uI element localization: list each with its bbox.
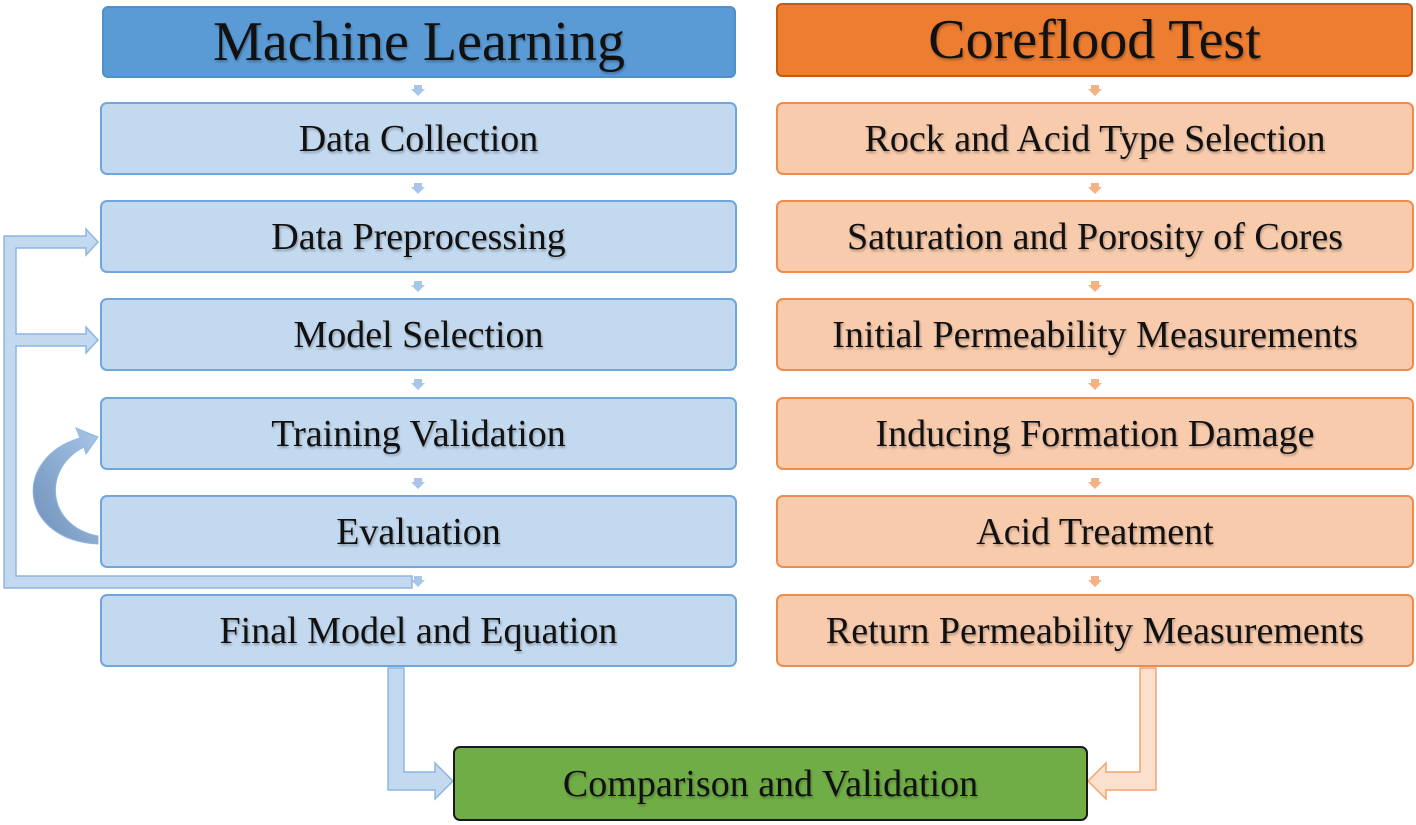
ml-down-arrow — [411, 281, 425, 292]
cf-down-arrow — [1088, 183, 1102, 194]
curved-loop-arrow — [32, 427, 99, 545]
cf-step-acid-treatment: Acid Treatment — [776, 495, 1414, 568]
cf-down-arrow — [1088, 576, 1102, 587]
ml-down-arrow — [411, 183, 425, 194]
cf-down-arrow — [1088, 379, 1102, 390]
cf-step-inducing-damage: Inducing Formation Damage — [776, 397, 1414, 470]
cf-step-saturation-porosity: Saturation and Porosity of Cores — [776, 200, 1414, 273]
cf-to-final-arrow — [1086, 667, 1157, 801]
cf-down-arrow — [1088, 85, 1102, 96]
machine-learning-header: Machine Learning — [102, 6, 736, 78]
ml-step-model-selection: Model Selection — [100, 298, 737, 371]
ml-to-final-arrow — [387, 667, 455, 801]
ml-step-evaluation: Evaluation — [100, 495, 737, 568]
ml-down-arrow — [411, 576, 425, 587]
ml-down-arrow — [411, 478, 425, 489]
cf-down-arrow — [1088, 281, 1102, 292]
ml-down-arrow — [411, 379, 425, 390]
cf-step-rock-acid-selection: Rock and Acid Type Selection — [776, 102, 1414, 175]
feedback-loop-arrow — [3, 227, 413, 589]
cf-step-initial-permeability: Initial Permeability Measurements — [776, 298, 1414, 371]
cf-down-arrow — [1088, 478, 1102, 489]
cf-step-return-permeability: Return Permeability Measurements — [776, 594, 1414, 667]
ml-step-data-preprocessing: Data Preprocessing — [100, 200, 737, 273]
comparison-validation-box: Comparison and Validation — [453, 746, 1088, 821]
ml-step-data-collection: Data Collection — [100, 102, 737, 175]
ml-down-arrows — [411, 85, 425, 587]
coreflood-test-header: Coreflood Test — [776, 3, 1413, 77]
ml-down-arrow — [411, 85, 425, 96]
ml-step-final-model: Final Model and Equation — [100, 594, 737, 667]
cf-down-arrows — [1088, 85, 1102, 587]
ml-step-training-validation: Training Validation — [100, 397, 737, 470]
